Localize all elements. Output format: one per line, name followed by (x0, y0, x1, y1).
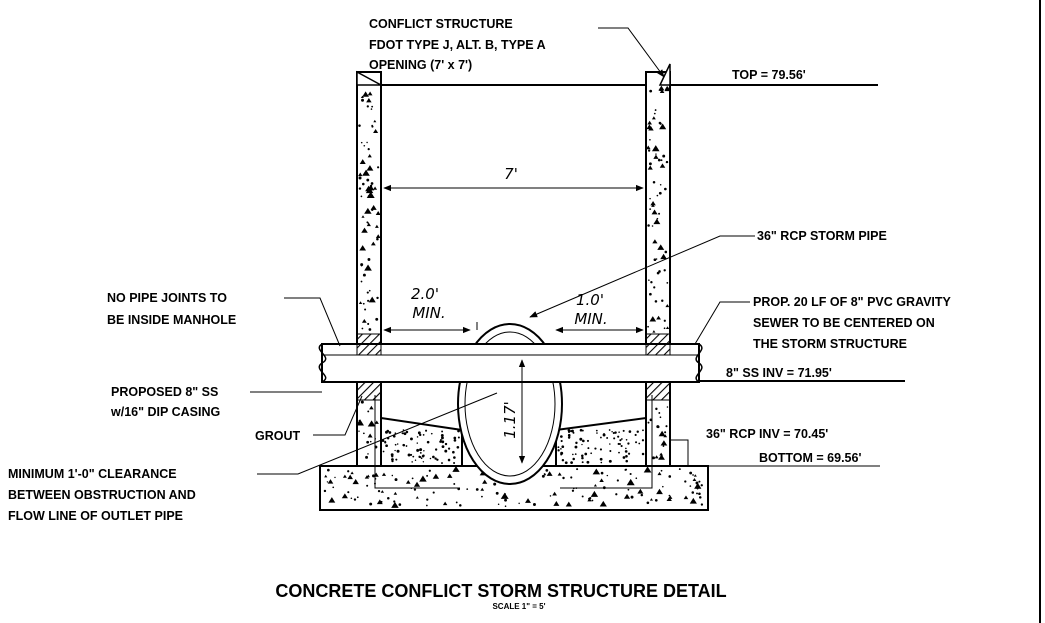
bottom-elevation-label: BOTTOM = 69.56' (759, 451, 861, 465)
storm-pipe-label: 36" RCP STORM PIPE (757, 229, 887, 243)
right-wall (645, 71, 671, 467)
prop-sewer-label-2: SEWER TO BE CENTERED ON (753, 316, 935, 330)
proposed-ss-label-2: w/16" DIP CASING (110, 405, 220, 419)
rcp-inv-leader (670, 439, 689, 466)
ss-pipe-break-right (695, 343, 703, 383)
seal-left-bottom (356, 381, 382, 401)
ss-pipe-break-left (318, 343, 327, 383)
left-gap-min: MIN. (412, 304, 445, 322)
right-gap-value: 1.0' (576, 291, 604, 309)
conflict-structure-label-1: CONFLICT STRUCTURE (369, 17, 513, 31)
rcp-inv-label: 36" RCP INV = 70.45' (706, 427, 828, 441)
grout-stipple (381, 428, 645, 465)
grout-label: GROUT (255, 429, 301, 443)
clearance-leader (257, 392, 498, 475)
conflict-structure-leader (598, 27, 665, 78)
no-pipe-joints-leader (284, 297, 341, 347)
wall-aggregate (356, 85, 671, 460)
no-pipe-joints-label-2: BE INSIDE MANHOLE (107, 313, 236, 327)
clearance-label-2: BETWEEN OBSTRUCTION AND (8, 488, 196, 502)
right-gap-min: MIN. (574, 310, 607, 328)
rcp-storm-pipe-inner (464, 331, 556, 477)
width-dimension: 7' (504, 165, 518, 183)
ss-inv-label: 8" SS INV = 71.95' (726, 366, 832, 380)
storm-pipe-leader (529, 235, 755, 318)
prop-sewer-label-3: THE STORM STRUCTURE (753, 337, 907, 351)
detail-title: CONCRETE CONFLICT STORM STRUCTURE DETAIL (275, 581, 726, 601)
prop-sewer-leader (694, 301, 750, 345)
base-slab-aggregate (323, 465, 704, 508)
conflict-structure-label-3: OPENING (7' x 7') (369, 58, 472, 72)
no-pipe-joints-label-1: NO PIPE JOINTS TO (107, 291, 227, 305)
seal-right-bottom (645, 381, 671, 401)
clearance-dimension: 1.17' (501, 401, 519, 439)
ss-pipe-casing (321, 343, 700, 383)
inner-liner-left (374, 395, 460, 489)
inner-liner-right (560, 395, 653, 489)
scale-note: SCALE 1" = 5' (492, 602, 545, 611)
left-wall-top (356, 70, 382, 86)
proposed-ss-label-1: PROPOSED 8" SS (111, 385, 218, 399)
grout-leader (313, 395, 363, 436)
seal-right-top (645, 333, 671, 356)
conflict-structure-label-2: FDOT TYPE J, ALT. B, TYPE A (369, 38, 546, 52)
clearance-label-3: FLOW LINE OF OUTLET PIPE (8, 509, 183, 523)
prop-sewer-label-1: PROP. 20 LF OF 8" PVC GRAVITY (753, 295, 952, 309)
left-gap-value: 2.0' (411, 285, 439, 303)
right-wall-top (658, 63, 671, 86)
seal-left-top (356, 333, 382, 356)
clearance-label-1: MINIMUM 1'-0" CLEARANCE (8, 467, 177, 481)
top-elevation-label: TOP = 79.56' (732, 68, 806, 82)
